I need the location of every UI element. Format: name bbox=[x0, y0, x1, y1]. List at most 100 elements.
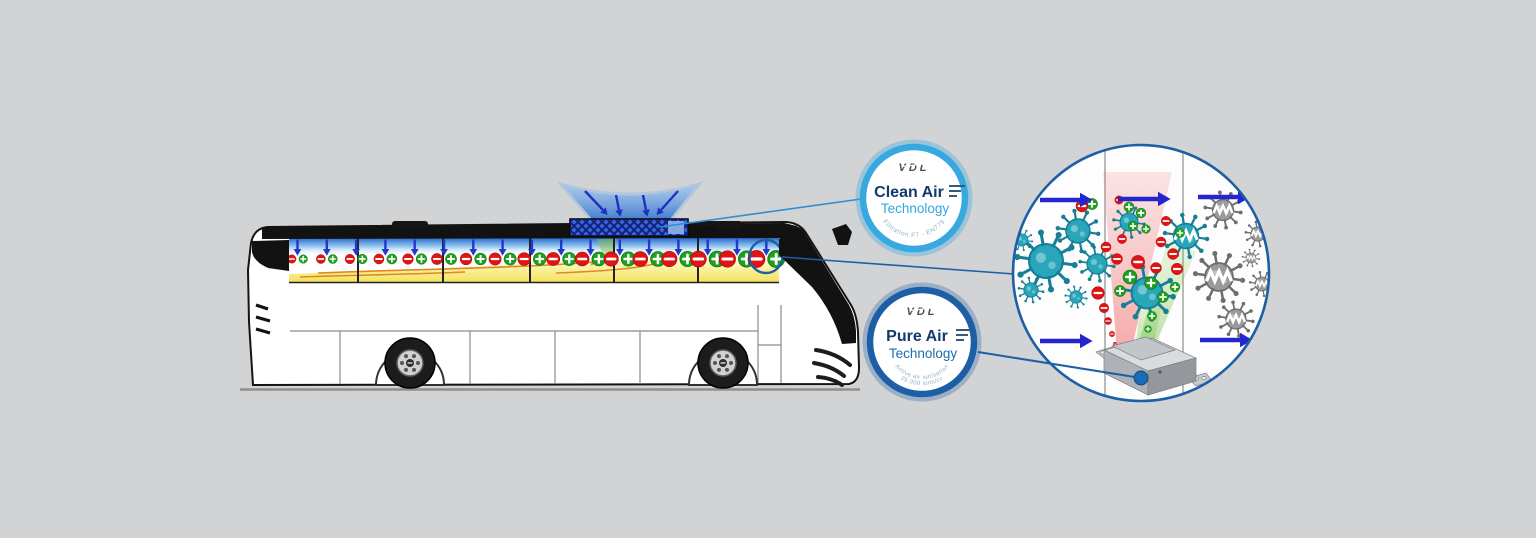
inset-ring bbox=[1011, 143, 1271, 403]
windshield bbox=[779, 226, 856, 344]
positive-ion-icon bbox=[1143, 324, 1153, 334]
air-funnel bbox=[563, 185, 697, 219]
positive-ion-icon bbox=[1174, 227, 1186, 239]
positive-ion-icon bbox=[590, 250, 607, 268]
negative-ion-icon bbox=[315, 253, 327, 265]
wind-lines-icon bbox=[949, 185, 965, 197]
down-arrow-icon bbox=[584, 190, 608, 215]
pure-air-subtitle: Technology bbox=[889, 346, 958, 361]
device-connector-dot bbox=[1133, 370, 1149, 386]
positive-ion-icon bbox=[1123, 201, 1135, 213]
clean-air-ring bbox=[859, 143, 969, 253]
wheels bbox=[384, 337, 749, 389]
positive-ion-icon bbox=[298, 253, 309, 265]
negative-ion-icon bbox=[430, 252, 444, 266]
positive-ion-icon bbox=[1140, 223, 1152, 235]
negative-ion-icon bbox=[1166, 247, 1180, 261]
right-arrow-icon bbox=[1040, 192, 1093, 208]
right-arrow-icon bbox=[1118, 191, 1171, 207]
bus-illustration bbox=[240, 181, 861, 391]
positive-ion-icon bbox=[1113, 284, 1127, 298]
down-arrow-icon bbox=[674, 239, 683, 256]
wheel-icon bbox=[384, 337, 436, 389]
funnel-arrows bbox=[584, 190, 679, 217]
positive-ion-icon bbox=[1121, 268, 1139, 286]
negative-ion-icon bbox=[344, 253, 356, 265]
positive-ion-icon bbox=[1127, 220, 1139, 232]
headlight-strokes bbox=[812, 348, 852, 387]
negative-ion-icon bbox=[717, 249, 738, 269]
negative-ion-icon bbox=[574, 250, 591, 268]
negative-ion-icon bbox=[459, 252, 473, 266]
pure-air-caption-2: 25.000 ions/cc bbox=[900, 376, 945, 387]
negative-ion-icon bbox=[688, 249, 708, 269]
negative-ion-icon bbox=[1155, 236, 1167, 248]
negative-ion-icon bbox=[1098, 302, 1110, 314]
down-arrow-icon bbox=[641, 194, 650, 217]
connector-lines bbox=[659, 198, 1015, 275]
negative-ion-icon bbox=[1090, 285, 1106, 301]
down-arrow-icon bbox=[615, 239, 624, 256]
negative-ion-icon bbox=[545, 251, 562, 267]
down-arrow-icon bbox=[703, 239, 712, 256]
ionizer-device-icon bbox=[1095, 336, 1213, 396]
positive-ion-icon bbox=[327, 253, 339, 265]
roof-hatch-icon bbox=[392, 221, 428, 230]
connector-filter-to-clean-air bbox=[659, 198, 862, 228]
down-arrow-icon bbox=[469, 239, 478, 256]
rear-window bbox=[252, 240, 289, 271]
down-arrow-icon bbox=[528, 239, 536, 256]
positive-ion-icon bbox=[561, 251, 578, 267]
down-arrow-icon bbox=[656, 190, 679, 216]
negative-ion-icon bbox=[372, 252, 385, 266]
down-arrow-icon bbox=[733, 239, 741, 256]
negative-ion-icon bbox=[401, 252, 415, 266]
down-arrow-icon bbox=[381, 239, 390, 256]
panel-lines bbox=[290, 305, 782, 384]
positive-ion-icon bbox=[356, 253, 368, 265]
down-arrow-icon bbox=[586, 239, 595, 256]
connector-ions-to-inset bbox=[781, 256, 1015, 275]
airflow-arrows bbox=[1040, 189, 1253, 349]
down-arrow-icon bbox=[614, 194, 623, 217]
negative-ion-icon bbox=[1108, 330, 1116, 338]
positive-ion-icon bbox=[385, 253, 398, 265]
down-arrow-icon bbox=[352, 239, 360, 256]
positive-ion-icon bbox=[502, 251, 518, 267]
negative-ion-icon bbox=[631, 250, 650, 268]
connector-pure-air-to-device bbox=[977, 351, 1142, 379]
rear-vents bbox=[255, 303, 271, 335]
clean-air-title: Clean Air bbox=[874, 184, 944, 201]
negative-ion-icon bbox=[516, 251, 532, 267]
inset-content bbox=[1013, 145, 1269, 401]
positive-ion-icon bbox=[473, 252, 488, 266]
clean-air-badge: VDL Clean Air Technology Filtration F7 -… bbox=[855, 139, 973, 257]
negative-ion-icon bbox=[1103, 316, 1113, 326]
pure-air-ring bbox=[866, 286, 978, 398]
down-arrow-icon bbox=[498, 239, 507, 256]
down-arrow-icon bbox=[322, 239, 331, 256]
positive-ion-icon bbox=[415, 252, 428, 266]
wheel-icon bbox=[697, 337, 749, 389]
positive-ion-icon bbox=[1169, 281, 1181, 293]
negative-ion-icon bbox=[1116, 233, 1128, 245]
positive-ion-icon bbox=[444, 252, 458, 266]
down-arrow-icon bbox=[440, 239, 448, 256]
down-arrow-icon bbox=[293, 239, 302, 256]
positive-ion-icon bbox=[1135, 207, 1147, 219]
negative-ion-icon bbox=[660, 249, 679, 269]
pure-air-badge: VDL Pure Air Technology Active air ionis… bbox=[862, 282, 982, 402]
negative-ion-icon bbox=[1170, 262, 1184, 276]
negative-ion-icon bbox=[602, 250, 620, 268]
negative-ion-icon bbox=[1100, 241, 1112, 253]
clean-air-subtitle: Technology bbox=[881, 201, 950, 216]
ion-row bbox=[286, 239, 787, 270]
negative-ion-icon bbox=[1130, 254, 1146, 270]
negative-ion-icon bbox=[1160, 215, 1172, 227]
positive-ion-icon bbox=[1156, 290, 1170, 304]
ionization-inset bbox=[1011, 143, 1271, 403]
wind-lines-icon bbox=[956, 329, 972, 341]
down-arrow-icon bbox=[645, 239, 653, 256]
positive-ion-icon bbox=[532, 251, 548, 267]
